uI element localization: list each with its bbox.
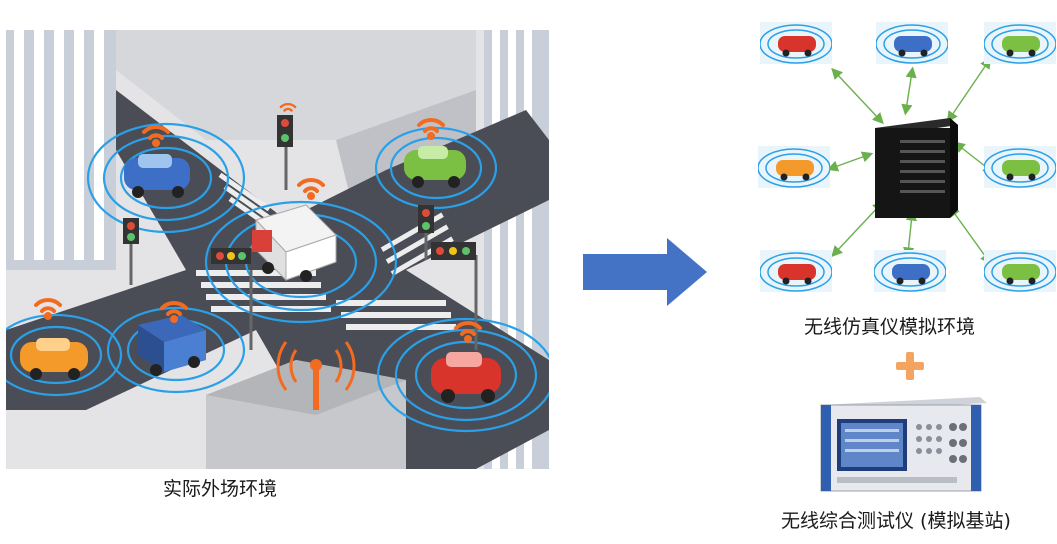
signal-waves — [6, 122, 549, 433]
field-environment-caption: 实际外场环境 — [163, 478, 278, 500]
right-arrow-icon — [583, 238, 707, 306]
plus-icon — [896, 352, 924, 380]
field-environment-illustration — [6, 30, 549, 469]
tester-caption: 无线综合测试仪 (模拟基站) — [781, 510, 1011, 532]
radio-tester-icon — [820, 397, 987, 492]
vehicle-blue-car — [124, 154, 190, 198]
car-tile-green-2 — [984, 146, 1056, 188]
vehicle-truck — [252, 204, 337, 282]
wifi-icons — [34, 102, 482, 343]
car-tile-red-1 — [760, 22, 832, 64]
car-tile-red-2 — [760, 250, 832, 292]
car-tile-green-1 — [984, 22, 1056, 64]
simulator-environment-illustration — [740, 10, 1056, 310]
channel-emulator-icon — [875, 118, 958, 218]
car-tile-blue-2 — [874, 250, 946, 292]
vehicle-green-car — [404, 146, 466, 188]
vehicle-blue-van — [138, 315, 206, 376]
car-tile-green-3 — [984, 250, 1056, 292]
traffic-lights — [123, 115, 478, 350]
vehicle-red-car — [431, 352, 501, 403]
car-tile-blue-1 — [876, 22, 948, 64]
car-tile-orange — [758, 146, 830, 188]
simulator-environment-caption: 无线仿真仪模拟环境 — [804, 316, 976, 338]
vehicle-orange-car — [20, 338, 88, 380]
base-station-building — [206, 341, 406, 469]
